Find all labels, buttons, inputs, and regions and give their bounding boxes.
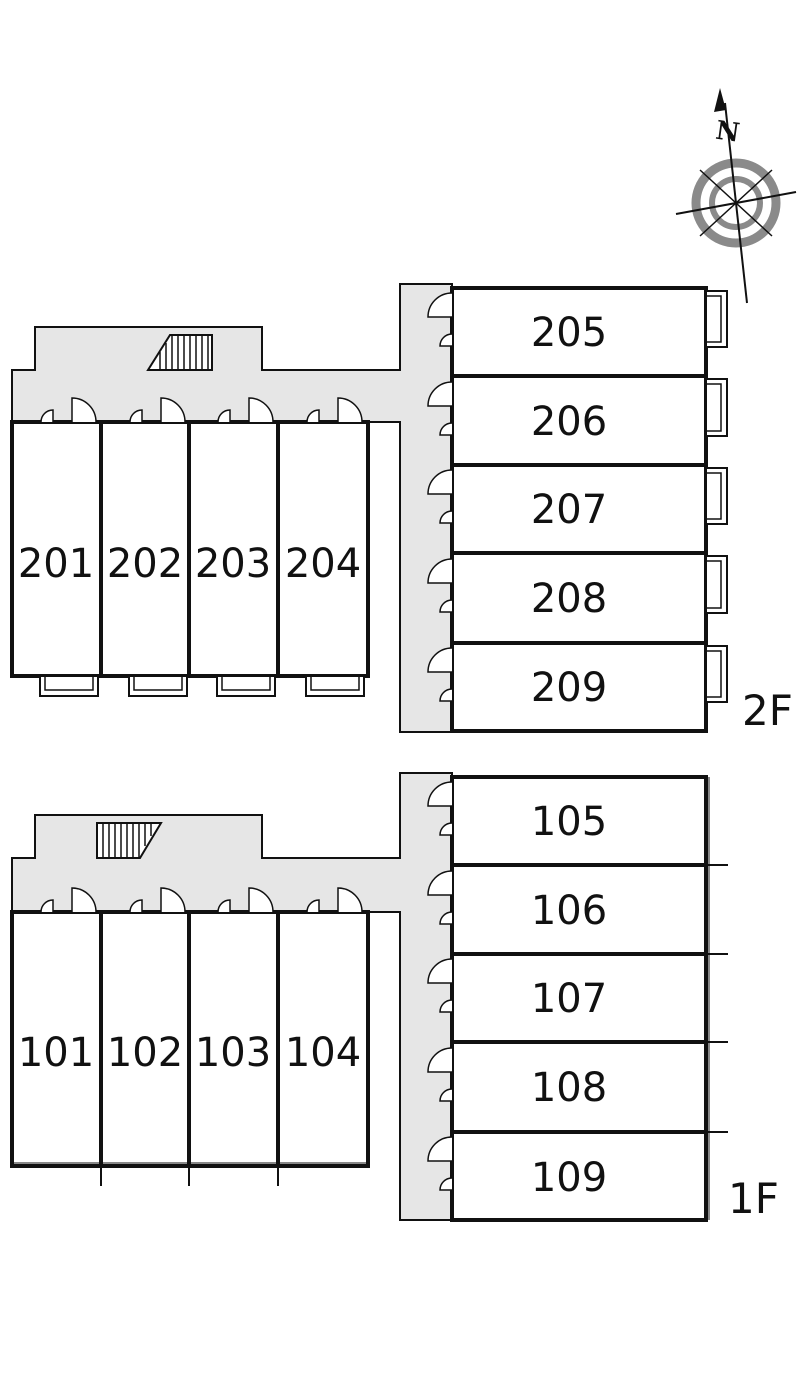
room-105: 105 <box>427 775 710 867</box>
room-106: 106 <box>427 863 728 956</box>
room-206: 206 <box>427 374 728 467</box>
room-label-209: 209 <box>531 665 607 711</box>
floor-2F: 201 202 203 204 <box>10 283 793 735</box>
stairs-2F <box>146 334 213 371</box>
room-label-204: 204 <box>285 541 361 587</box>
room-label-208: 208 <box>531 576 607 622</box>
compass-north-label: N <box>714 116 742 149</box>
room-102: 102 <box>99 887 191 1186</box>
room-label-105: 105 <box>531 799 607 845</box>
room-205: 205 <box>427 286 728 378</box>
corridor-1F <box>11 772 453 1221</box>
room-label-201: 201 <box>18 541 94 587</box>
room-label-101: 101 <box>18 1030 94 1076</box>
room-203: 203 <box>187 397 280 697</box>
room-label-203: 203 <box>195 541 271 587</box>
room-103: 103 <box>187 887 280 1186</box>
room-label-108: 108 <box>531 1065 607 1111</box>
compass: N <box>675 88 797 304</box>
room-label-102: 102 <box>107 1030 183 1076</box>
room-label-207: 207 <box>531 487 607 533</box>
floor-1F: 101 102 103 104 <box>10 772 779 1223</box>
room-207: 207 <box>427 463 728 555</box>
room-208: 208 <box>427 551 728 645</box>
room-204: 204 <box>276 397 370 697</box>
room-label-106: 106 <box>531 888 607 934</box>
room-label-206: 206 <box>531 399 607 445</box>
room-label-107: 107 <box>531 976 607 1022</box>
room-label-202: 202 <box>107 541 183 587</box>
room-209: 209 <box>427 641 728 733</box>
room-109: 109 <box>427 1130 728 1222</box>
room-108: 108 <box>427 1040 728 1134</box>
room-label-205: 205 <box>531 310 607 356</box>
compass-rose-icon <box>675 88 797 304</box>
room-202: 202 <box>99 397 191 697</box>
room-107: 107 <box>427 952 728 1044</box>
room-label-103: 103 <box>195 1030 271 1076</box>
room-label-104: 104 <box>285 1030 361 1076</box>
stairs-1F <box>96 822 163 859</box>
floor-label-2F: 2F <box>742 686 793 735</box>
room-101: 101 <box>10 887 103 1186</box>
floor-label-1F: 1F <box>728 1174 779 1223</box>
room-label-109: 109 <box>531 1155 607 1201</box>
room-201: 201 <box>10 397 103 697</box>
room-104: 104 <box>276 887 370 1168</box>
corridor-2F <box>11 283 453 733</box>
